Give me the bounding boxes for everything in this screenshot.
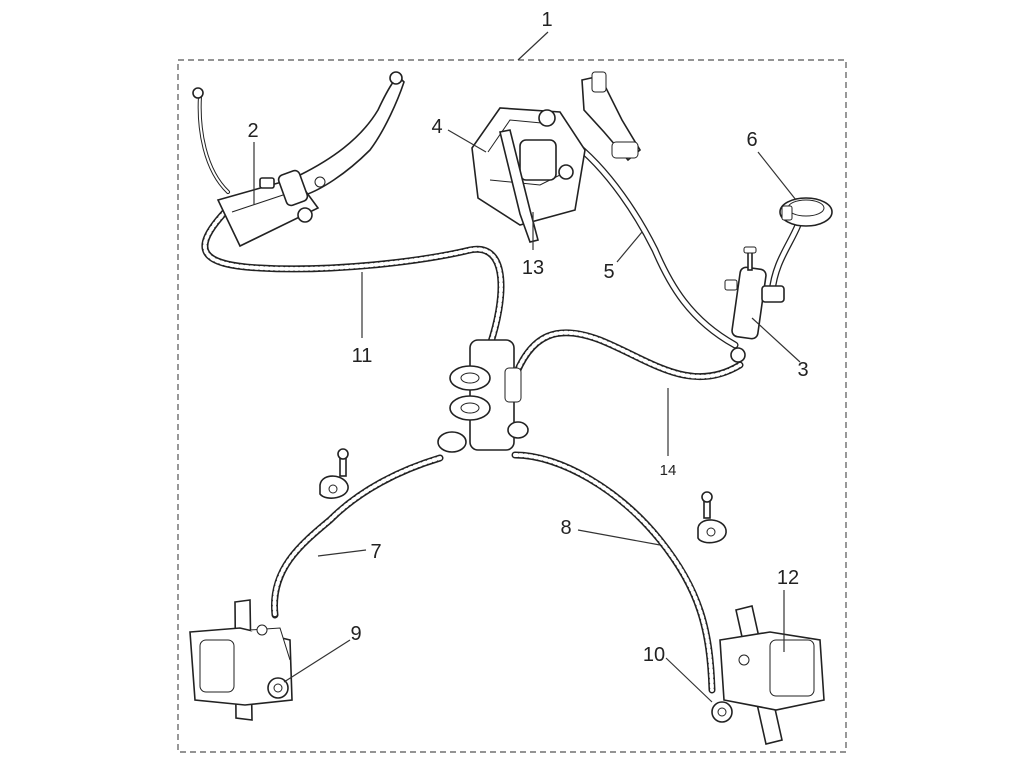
callout-6: 6 xyxy=(746,129,757,151)
callout-13: 13 xyxy=(522,257,544,279)
hose-clip-right xyxy=(697,491,727,544)
callout-9: 9 xyxy=(350,623,361,645)
brake-distributor xyxy=(437,339,529,453)
callout-14: 14 xyxy=(660,462,677,479)
master-cylinder-rear xyxy=(724,246,785,363)
rear-caliper xyxy=(471,71,642,243)
callout-1: 1 xyxy=(541,9,552,31)
master-cylinder-front xyxy=(192,71,405,248)
front-caliper-left xyxy=(189,599,293,721)
callout-8: 8 xyxy=(560,517,571,539)
callout-leaders xyxy=(253,31,801,703)
callout-10: 10 xyxy=(643,644,665,666)
callout-7: 7 xyxy=(370,541,381,563)
brake-fluid-reservoir xyxy=(779,197,833,227)
callout-5: 5 xyxy=(603,261,614,283)
callout-2: 2 xyxy=(247,120,258,142)
assembly-boundary xyxy=(177,59,847,753)
front-caliper-right xyxy=(711,605,825,745)
brake-hoses xyxy=(197,94,802,694)
callout-12: 12 xyxy=(777,567,799,589)
callout-4: 4 xyxy=(431,116,442,138)
hose-clip-left xyxy=(319,448,349,499)
callout-11: 11 xyxy=(352,345,373,367)
callout-3: 3 xyxy=(797,359,808,381)
callout-labels: 1 2 3 4 5 6 7 8 9 10 11 12 13 14 xyxy=(247,9,808,666)
